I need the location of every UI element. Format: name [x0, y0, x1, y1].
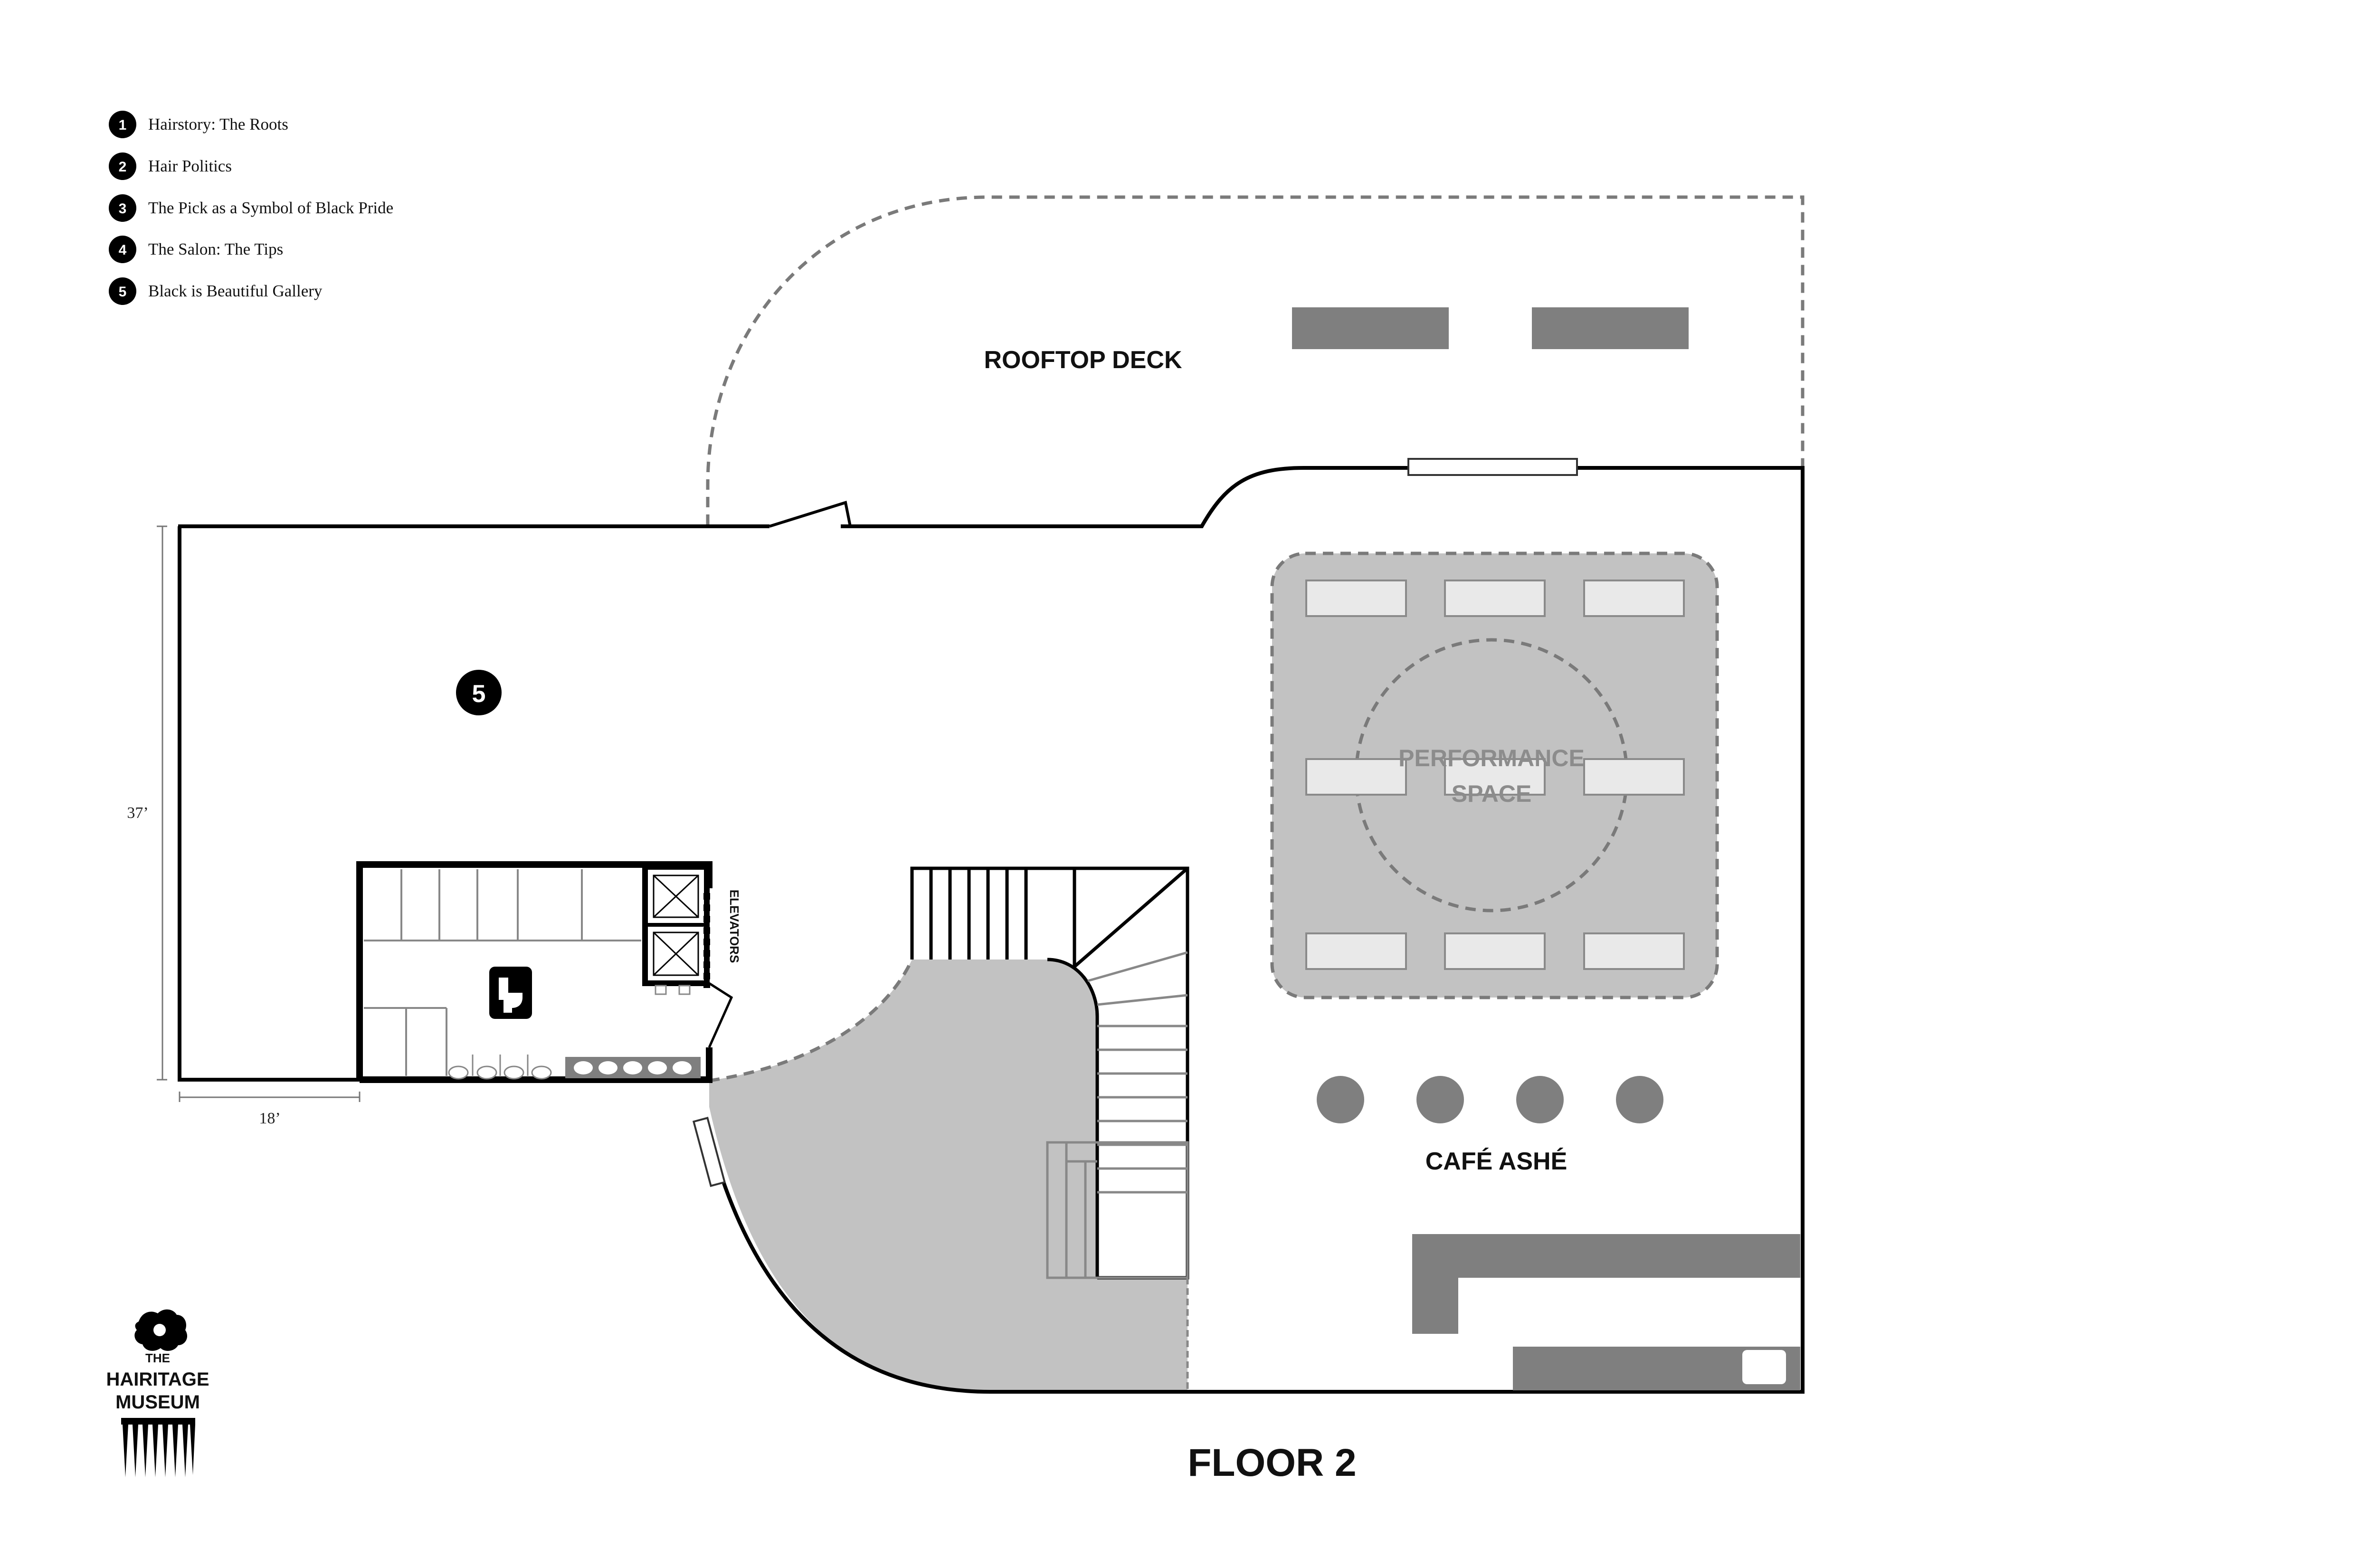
cafe-counter: [1412, 1234, 1800, 1334]
dimension-height-label: 37’: [127, 804, 148, 822]
dimension-height: 37’: [127, 525, 167, 1081]
cafe-table: [1416, 1076, 1464, 1123]
cafe-table: [1516, 1076, 1564, 1123]
elevator-door: [708, 982, 733, 1048]
gallery-marker[interactable]: 5: [456, 670, 502, 715]
gallery-west-wall: [178, 526, 361, 1082]
logo-line-museum: MUSEUM: [115, 1392, 200, 1413]
cafe-appliance: [1742, 1350, 1786, 1384]
legend-number: 4: [119, 242, 127, 258]
legend-number: 2: [119, 159, 127, 175]
stair-landing-area: [709, 960, 1188, 1392]
afro-pick-icon: [121, 1418, 195, 1477]
legend: 1 Hairstory: The Roots 2 Hair Politics 3…: [109, 111, 393, 305]
rooftop-deck-label: ROOFTOP DECK: [984, 346, 1182, 374]
logo-line-hairitage: HAIRITAGE: [106, 1369, 209, 1390]
cafe-table: [1317, 1076, 1364, 1123]
legend-item: 3 The Pick as a Symbol of Black Pride: [109, 194, 393, 222]
cafe-label: CAFÉ ASHÉ: [1425, 1148, 1568, 1175]
legend-item: 2 Hair Politics: [109, 152, 232, 180]
cafe-table: [1616, 1076, 1663, 1123]
legend-label: Hairstory: The Roots: [148, 115, 288, 133]
rooftop-deck: ROOFTOP DECK: [706, 195, 1805, 525]
toilet-fixtures: [448, 1055, 552, 1080]
gallery-marker-number: 5: [472, 680, 486, 708]
legend-number: 5: [119, 284, 127, 300]
legend-number: 1: [119, 117, 127, 133]
rooftop-bench: [1532, 307, 1689, 349]
stair-landing-edge: [709, 959, 914, 1083]
performance-space-label: PERFORMANCE: [1398, 745, 1585, 771]
sink-counter: [565, 1057, 701, 1078]
legend-item: 1 Hairstory: The Roots: [109, 111, 288, 138]
elevators[interactable]: ELEVATORS: [642, 864, 741, 1048]
floor-title: FLOOR 2: [1188, 1441, 1356, 1484]
legend-label: Hair Politics: [148, 157, 232, 175]
dimension-width: 18’: [179, 1092, 361, 1127]
logo-line-the: THE: [145, 1351, 170, 1365]
legend-label: The Salon: The Tips: [148, 240, 283, 258]
cafe[interactable]: CAFÉ ASHÉ: [1317, 1076, 1800, 1390]
window: [1407, 458, 1578, 476]
performance-space[interactable]: PERFORMANCE SPACE: [1270, 551, 1719, 999]
rooftop-door: [769, 501, 852, 528]
legend-item: 5 Black is Beautiful Gallery: [109, 277, 323, 305]
museum-logo: THE HAIRITAGE MUSEUM: [106, 1309, 209, 1477]
elevators-label: ELEVATORS: [727, 890, 741, 963]
legend-label: The Pick as a Symbol of Black Pride: [148, 199, 393, 217]
staircase[interactable]: [910, 866, 1189, 1392]
performance-space-label: SPACE: [1452, 780, 1532, 807]
legend-item: 4 The Salon: The Tips: [109, 236, 283, 263]
side-door: [692, 1117, 726, 1187]
exterior-wall: [178, 466, 1805, 1394]
rooftop-bench: [1292, 307, 1449, 349]
performance-tables: [1305, 580, 1685, 970]
legend-label: Black is Beautiful Gallery: [148, 282, 323, 300]
restroom-icon: [489, 967, 532, 1019]
dimension-width-label: 18’: [259, 1110, 280, 1127]
legend-number: 3: [119, 201, 127, 217]
rooftop-deck-outline: [706, 195, 1805, 525]
